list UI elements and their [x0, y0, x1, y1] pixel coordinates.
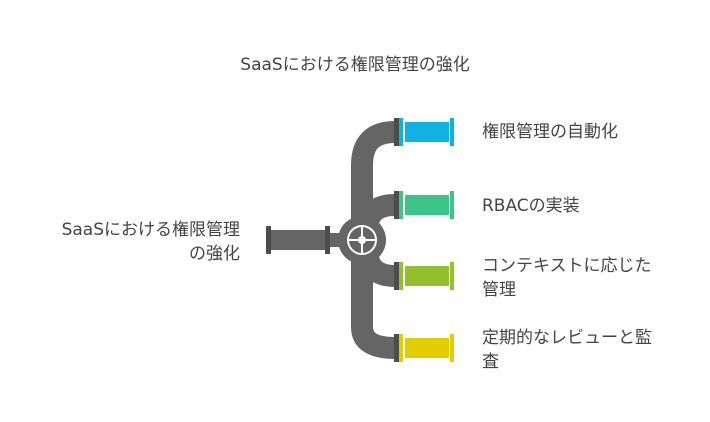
branch-flange-right — [450, 191, 454, 219]
branch-label-4: 定期的なレビューと監 査 — [482, 328, 652, 372]
branch-pipe-segment — [405, 122, 449, 142]
branch-flange-right — [450, 118, 454, 146]
branch-label-1: 権限管理の自動化 — [482, 122, 618, 142]
branch-collar — [399, 118, 403, 146]
branch-label-2: RBACの実装 — [482, 196, 580, 216]
branch-collar — [399, 262, 403, 290]
branch-outlet-1 — [394, 118, 454, 146]
branch-outlet-2 — [394, 191, 454, 219]
branch-flange-left — [394, 118, 399, 146]
branch-label-3: コンテキストに応じた 管理 — [482, 256, 652, 300]
branch-outlet-3 — [394, 262, 454, 290]
branch-flange-left — [394, 334, 399, 362]
diagram-title: SaaSにおける権限管理の強化 — [240, 55, 470, 75]
branch-pipe-segment — [405, 266, 449, 286]
branch-flange-right — [450, 262, 454, 290]
branch-pipe-segment — [405, 338, 449, 358]
input-pipe — [266, 226, 344, 254]
branch-pipe-segment — [405, 195, 449, 215]
source-label: SaaSにおける権限管理 の強化 — [61, 220, 240, 264]
valve-wheel-icon — [338, 216, 386, 264]
branch-outlet-4 — [394, 334, 454, 362]
branch-flange-left — [394, 262, 399, 290]
branch-collar — [399, 191, 403, 219]
branch-flange-right — [450, 334, 454, 362]
branch-collar — [399, 334, 403, 362]
branch-outlets — [394, 118, 454, 362]
branch-flange-left — [394, 191, 399, 219]
